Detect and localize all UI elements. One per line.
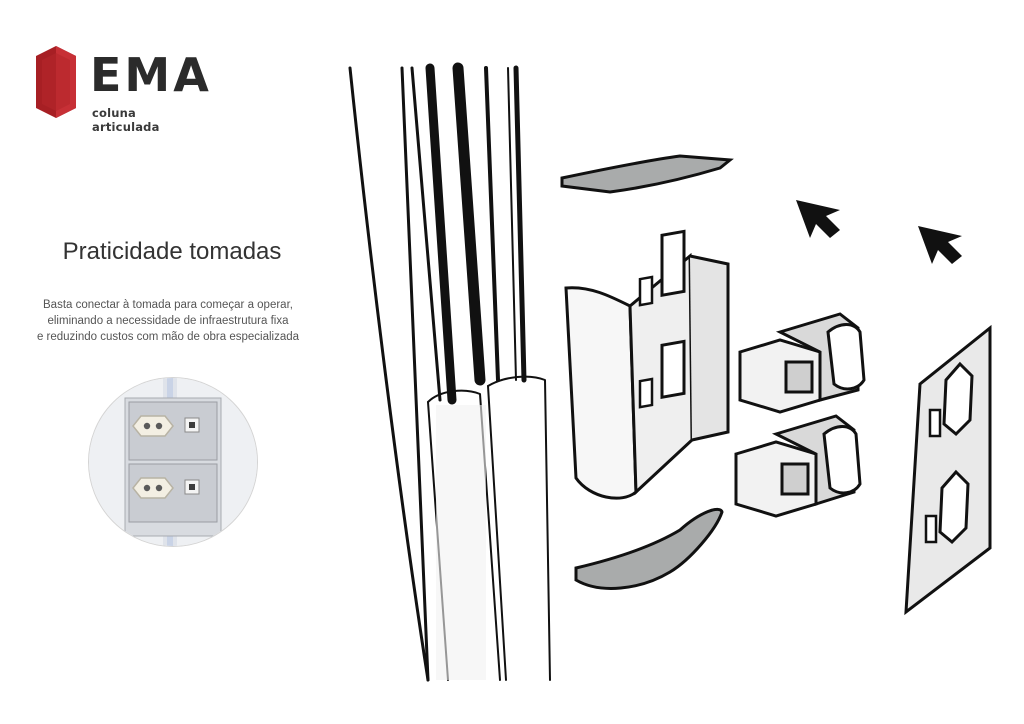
brand-name: EMA xyxy=(90,48,212,102)
outlet-photo xyxy=(88,377,258,547)
brand-tagline: coluna articulada xyxy=(92,106,160,134)
description-line: Basta conectar à tomada para começar a o… xyxy=(43,299,293,311)
arrow-icon xyxy=(918,226,962,264)
page-title: Praticidade tomadas xyxy=(62,238,282,265)
logo-mark-icon xyxy=(36,46,76,118)
description-line: e reduzindo custos com mão de obra espec… xyxy=(36,331,300,343)
description: Basta conectar à tomada para começar a o… xyxy=(18,297,318,345)
exploded-diagram xyxy=(348,62,992,682)
description-line: eliminando a necessidade de infraestrutu… xyxy=(47,315,289,327)
power-outlet-icon xyxy=(89,378,257,546)
brand-logo: EMA coluna articulada xyxy=(32,44,209,134)
arrow-icon xyxy=(796,200,840,238)
